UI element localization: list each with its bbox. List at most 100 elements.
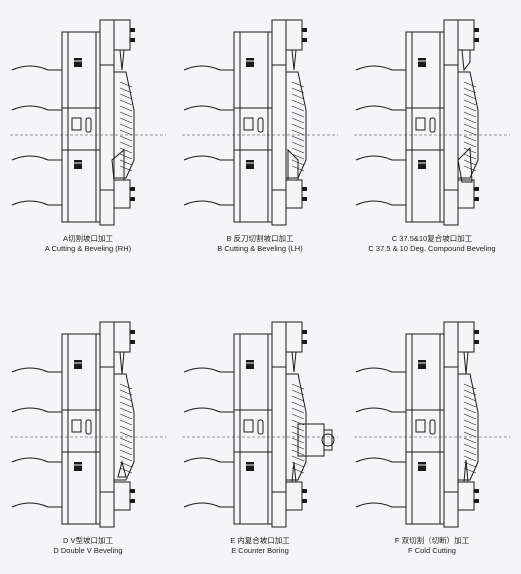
bottom-tool-holder <box>113 179 131 209</box>
bottom-screw-2 <box>130 197 135 201</box>
bottom-screw-2 <box>302 499 307 503</box>
top-cutting-tool <box>119 49 125 71</box>
hatch-96 <box>119 105 133 112</box>
hatch-102 <box>291 111 305 118</box>
bottom-cutting-tool <box>117 460 127 478</box>
top-screw-1 <box>130 330 135 334</box>
hatch-90 <box>463 99 477 106</box>
hatch-72 <box>291 383 305 390</box>
top-screw-1 <box>474 330 479 334</box>
bevel-face <box>458 373 479 481</box>
hatch-90 <box>291 401 305 408</box>
panel-drawing-e <box>182 321 338 528</box>
bevel-face <box>286 71 307 179</box>
hatch-84 <box>463 395 477 402</box>
hatch-126 <box>119 437 133 444</box>
hatch-114 <box>463 425 477 432</box>
hatch-138 <box>463 449 477 456</box>
hatch-96 <box>291 105 305 112</box>
top-cutting-tool <box>119 351 125 375</box>
hatch-96 <box>463 105 477 112</box>
hatch-120 <box>119 129 133 136</box>
hatch-114 <box>119 425 133 432</box>
caption-b-en: B Cutting & Beveling (LH) <box>217 244 303 253</box>
pipe-outer-edge <box>11 65 62 111</box>
hatch-114 <box>291 123 305 130</box>
rotating-ring <box>99 321 115 528</box>
hatch-138 <box>119 449 133 456</box>
hatch-108 <box>291 117 305 124</box>
hatch-102 <box>463 413 477 420</box>
caption-d-cn: D V型坡口加工 <box>62 536 113 545</box>
top-tool-holder <box>113 19 131 51</box>
top-screw-1 <box>302 28 307 32</box>
hatch-150 <box>119 159 133 166</box>
hatch-84 <box>291 93 305 100</box>
hatch-126 <box>291 135 305 142</box>
bottom-screw-1 <box>302 187 307 191</box>
bevel-face <box>458 71 479 179</box>
caption-b: B 反刀切割坡口加工 B Cutting & Beveling (LH) <box>180 234 340 254</box>
frame-inner <box>67 333 97 525</box>
bolt-head-1 <box>246 462 254 471</box>
caption-f: F 双切割（切断）加工 F Cold Cutting <box>352 536 512 556</box>
top-screw-2 <box>302 38 307 42</box>
slot-right <box>429 419 436 435</box>
boring-housing <box>297 423 325 457</box>
frame-inner <box>239 31 269 223</box>
handwheel-icon <box>321 433 335 447</box>
panel-drawing-d <box>10 321 166 528</box>
caption-c: C 37.5&10复合坡口加工 C 37.5 & 10 Deg. Compoun… <box>352 234 512 254</box>
rotating-ring <box>443 321 459 528</box>
hatch-78 <box>291 87 305 94</box>
rotating-ring <box>443 19 459 226</box>
panel-drawing-f <box>354 321 510 528</box>
bolt-head-1 <box>418 160 426 169</box>
bolt-head-0 <box>246 360 254 369</box>
bolt-head-1 <box>74 160 82 169</box>
pipe-outer-edge <box>355 65 406 111</box>
bottom-screw-2 <box>302 197 307 201</box>
bottom-screw-1 <box>130 489 135 493</box>
top-tool-holder <box>113 321 131 353</box>
window-left <box>71 117 82 131</box>
pipe-lower-edge <box>183 457 234 508</box>
pipe-lower-edge <box>183 155 234 206</box>
frame-inner <box>411 333 441 525</box>
top-screw-2 <box>130 38 135 42</box>
hatch-78 <box>119 389 133 396</box>
hatch-114 <box>119 123 133 130</box>
hatch-84 <box>463 93 477 100</box>
hatch-144 <box>119 455 133 462</box>
bottom-screw-1 <box>474 489 479 493</box>
hatch-132 <box>463 141 477 148</box>
hatch-72 <box>291 81 305 88</box>
hatch-108 <box>463 117 477 124</box>
hatch-132 <box>119 443 133 450</box>
slot-right <box>257 117 264 133</box>
bottom-screw-1 <box>130 187 135 191</box>
rotating-ring <box>271 321 287 528</box>
bottom-tool-holder <box>285 179 303 209</box>
caption-c-en: C 37.5 & 10 Deg. Compound Beveling <box>368 244 496 253</box>
hatch-144 <box>463 455 477 462</box>
machine-body <box>10 19 166 226</box>
hatch-126 <box>119 135 133 142</box>
bottom-tool-holder <box>457 481 475 511</box>
hatch-132 <box>119 141 133 148</box>
hatch-144 <box>291 455 305 462</box>
hatch-144 <box>119 153 133 160</box>
bottom-cutting-tool <box>111 148 125 181</box>
top-screw-1 <box>130 28 135 32</box>
bolt-head-0 <box>74 58 82 67</box>
hatch-120 <box>291 129 305 136</box>
hatch-96 <box>463 407 477 414</box>
bottom-cutting-tool <box>463 459 469 483</box>
caption-c-cn: C 37.5&10复合坡口加工 <box>391 234 473 243</box>
panel-b-cutting-beveling-lh <box>180 10 340 248</box>
caption-b-cn: B 反刀切割坡口加工 <box>226 234 294 243</box>
hatch-90 <box>119 99 133 106</box>
bevel-face <box>114 373 135 481</box>
slot-right <box>85 117 92 133</box>
pipe-lower-edge <box>355 155 406 206</box>
